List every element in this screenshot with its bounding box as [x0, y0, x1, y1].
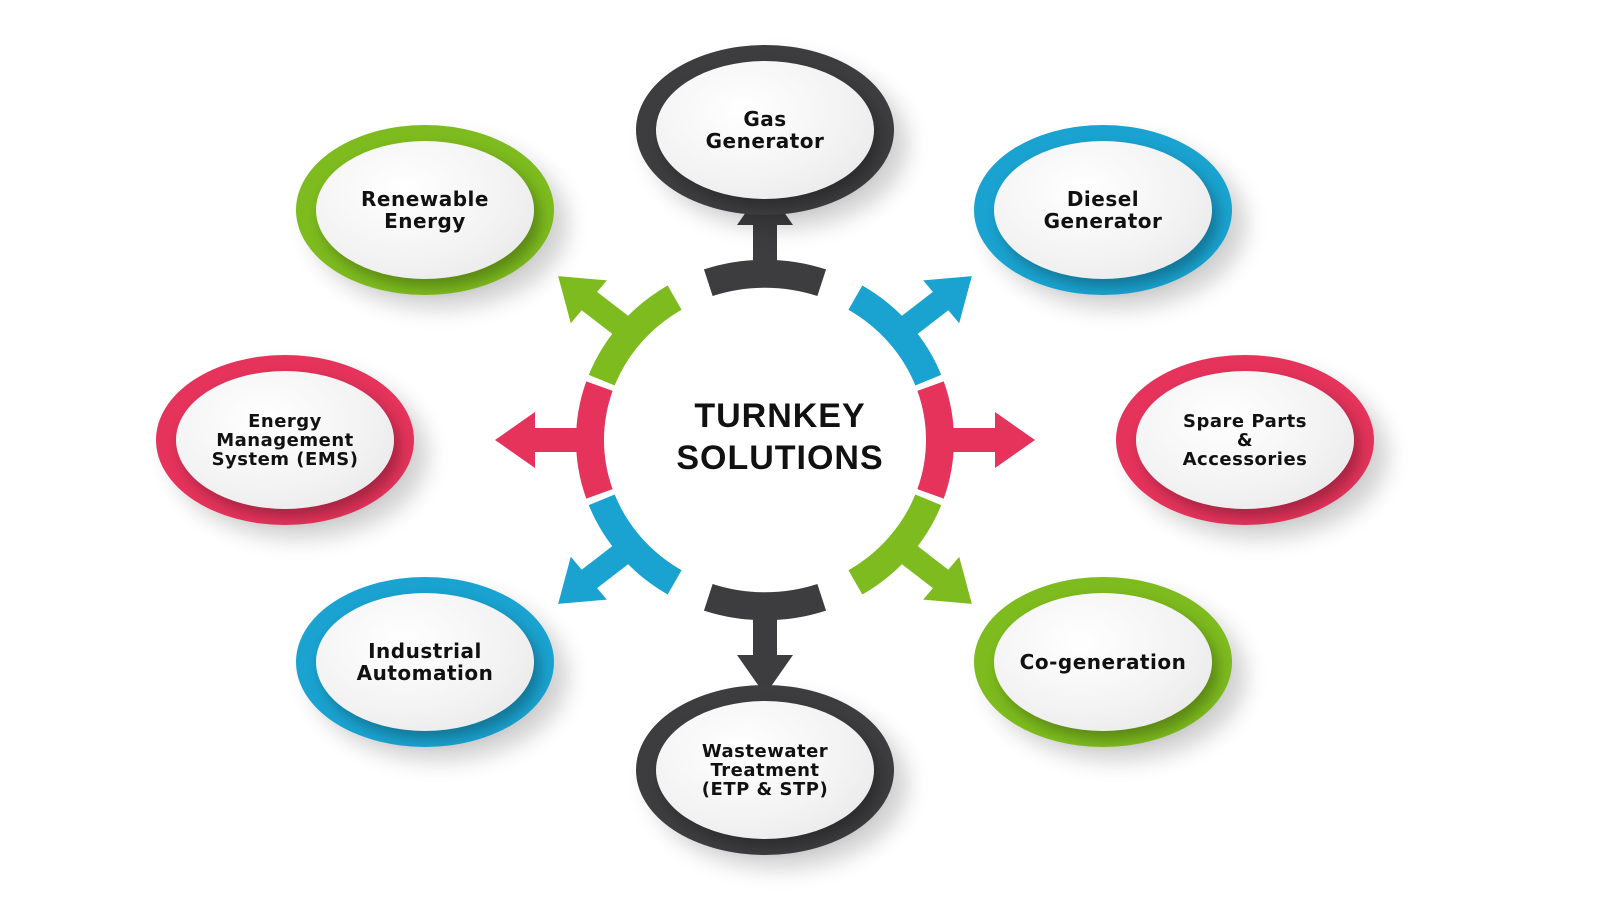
node-label: Co-generation [1019, 650, 1187, 674]
node-energy-management[interactable]: Energy Management System (EMS) [156, 355, 414, 525]
node-label: Gas Generator [705, 107, 825, 153]
node-label: Energy Management System (EMS) [211, 410, 359, 470]
arrow-head-icon [495, 412, 535, 468]
node-label: Diesel Generator [1043, 187, 1163, 233]
arc-segment-spare-parts [917, 381, 954, 499]
arrow-head-icon [995, 412, 1035, 468]
node-label: Wastewater Treatment (ETP & STP) [701, 740, 829, 800]
arc-segment-gas-generator [703, 259, 827, 297]
node-label: Industrial Automation [356, 639, 494, 685]
arrow-head-icon [558, 556, 607, 604]
arc-segment-energy-management [576, 381, 613, 499]
center-title: TURNKEY SOLUTIONS [676, 397, 884, 477]
arrow-head-icon [558, 276, 607, 324]
arc-segment-industrial-automation [588, 494, 682, 595]
node-gas-generator[interactable]: Gas Generator [636, 45, 894, 215]
arrow-head-icon [737, 655, 793, 695]
arrow-head-icon [923, 276, 972, 324]
arc-segment-wastewater-treatment [703, 583, 827, 621]
node-renewable-energy[interactable]: Renewable Energy [296, 125, 554, 295]
node-co-generation[interactable]: Co-generation [974, 577, 1232, 747]
arrow-head-icon [923, 556, 972, 604]
node-wastewater-treatment[interactable]: Wastewater Treatment (ETP & STP) [636, 685, 894, 855]
node-label: Spare Parts & Accessories [1182, 410, 1308, 470]
arc-segment-diesel-generator [848, 285, 942, 386]
node-diesel-generator[interactable]: Diesel Generator [974, 125, 1232, 295]
arc-segment-renewable-energy [588, 285, 682, 386]
arc-segment-co-generation [848, 494, 942, 595]
node-industrial-automation[interactable]: Industrial Automation [296, 577, 554, 747]
node-label: Renewable Energy [361, 187, 489, 233]
node-spare-parts[interactable]: Spare Parts & Accessories [1116, 355, 1374, 525]
